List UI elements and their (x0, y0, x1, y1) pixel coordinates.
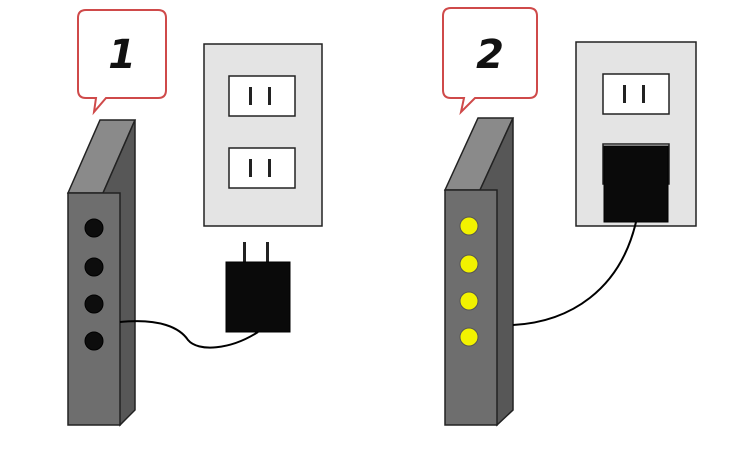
led-1 (459, 216, 479, 236)
step-1-number: 1 (108, 32, 136, 78)
led-2 (84, 257, 104, 277)
step-2-bubble: 2 (442, 7, 538, 116)
power-adapter-icon (603, 145, 669, 223)
socket-lower (228, 147, 296, 189)
led-4 (459, 327, 479, 347)
step-1-bubble: 1 (77, 9, 167, 116)
led-4 (84, 331, 104, 351)
led-3 (459, 291, 479, 311)
socket-upper (602, 73, 670, 115)
step-2-panel: 2 (442, 7, 697, 427)
router-icon (66, 119, 137, 427)
cable (119, 320, 259, 349)
wall-outlet-icon (203, 43, 323, 227)
router-icon (443, 117, 515, 427)
step-2-number: 2 (476, 32, 504, 78)
led-1 (84, 218, 104, 238)
step-1-panel: 1 (66, 9, 323, 427)
power-adapter-icon (225, 242, 291, 333)
led-2 (459, 254, 479, 274)
cable (512, 221, 637, 326)
socket-upper (228, 75, 296, 117)
led-3 (84, 294, 104, 314)
